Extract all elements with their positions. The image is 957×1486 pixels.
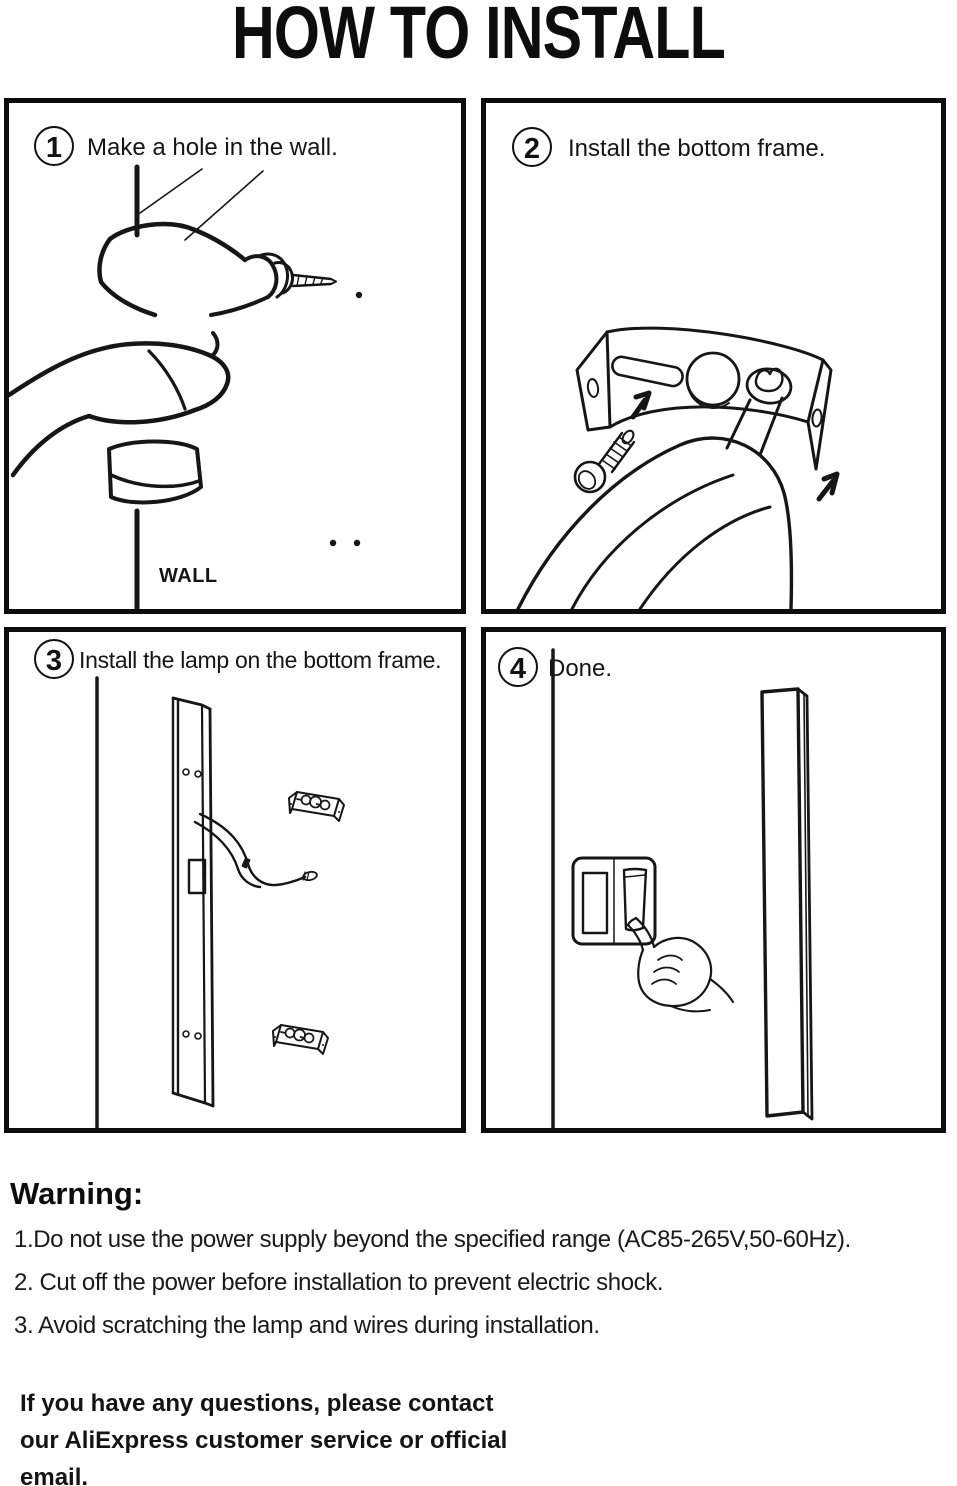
step-2-caption: Install the bottom frame. <box>568 135 826 162</box>
warning-item-3: 3. Avoid scratching the lamp and wires d… <box>14 1312 600 1339</box>
drill-icon <box>97 221 337 318</box>
drill-hole-dots-icon <box>329 291 363 547</box>
panel-step-1: 1 Make a hole in the wall. WALL <box>4 98 466 614</box>
hand-icon <box>9 331 231 505</box>
arrow-up-icon <box>630 390 840 502</box>
warning-item-2: 2. Cut off the power before installation… <box>14 1269 664 1296</box>
bracket-icon <box>575 326 833 471</box>
wire-icon <box>193 812 318 889</box>
page-title: HOW TO INSTALL <box>231 0 726 74</box>
panel-step-2: 2 Install the bottom frame. <box>481 98 946 614</box>
panel-step-4: 4 Done. <box>481 627 946 1133</box>
contact-note: If you have any questions, please contac… <box>20 1385 507 1486</box>
switch-done-illustration <box>551 648 814 1128</box>
warning-heading: Warning: <box>10 1176 144 1211</box>
step-4-badge: 4 <box>498 647 538 687</box>
step-1-badge: 1 <box>34 126 74 166</box>
step-3-badge: 3 <box>34 639 74 679</box>
bracket-small-icon <box>288 791 345 822</box>
lamp-cylinder-icon <box>516 436 794 609</box>
step-1-caption: Make a hole in the wall. <box>87 134 338 161</box>
wall-line-icon <box>134 164 264 609</box>
bottom-frame-illustration <box>516 326 840 609</box>
lamp-bar-icon <box>171 696 215 1108</box>
panel-step-3: 3 Install the lamp on the bottom frame. <box>4 627 466 1133</box>
light-switch-icon <box>571 856 657 946</box>
drill-wall-illustration <box>9 164 363 609</box>
screw-icon <box>573 429 636 494</box>
step-3-caption: Install the lamp on the bottom frame. <box>79 647 442 673</box>
contact-line-1: If you have any questions, please contac… <box>20 1390 494 1417</box>
installed-lamp-icon <box>760 687 814 1121</box>
step-2-badge: 2 <box>512 127 552 167</box>
pressing-hand-icon <box>626 916 735 1013</box>
warning-item-1: 1.Do not use the power supply beyond the… <box>14 1226 851 1253</box>
lamp-wiring-illustration <box>95 676 345 1128</box>
contact-line-3: email. <box>20 1464 89 1486</box>
bracket-small-icon <box>272 1024 329 1055</box>
step-4-caption: Done. <box>548 655 613 682</box>
wall-label: WALL <box>159 565 218 587</box>
contact-line-2: our AliExpress customer service or offic… <box>20 1427 508 1454</box>
